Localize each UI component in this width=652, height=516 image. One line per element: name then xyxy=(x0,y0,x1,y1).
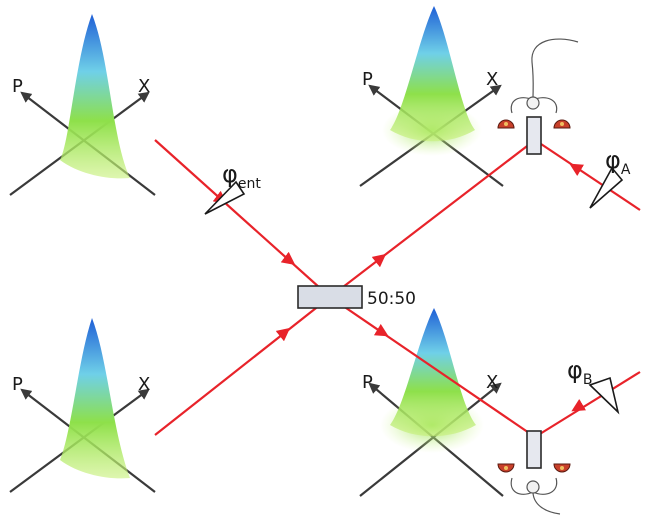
prism-icon xyxy=(204,180,246,215)
laser-beams xyxy=(154,139,641,438)
wigner-plot-bottom-right: P X xyxy=(359,308,504,497)
meter-icon xyxy=(526,480,540,494)
phi-b-label: φB xyxy=(567,356,592,388)
p-label: P xyxy=(12,76,23,97)
p-label: P xyxy=(362,372,373,393)
gaussian-state xyxy=(390,308,476,437)
output-beam-lower xyxy=(329,296,536,438)
prism-icon xyxy=(589,166,624,209)
homodyne-detector-b xyxy=(497,430,571,515)
meter-icon xyxy=(526,96,540,110)
x-label: X xyxy=(138,76,150,97)
wigner-plot-bottom-left: P X xyxy=(9,318,156,493)
input-beam-lower xyxy=(154,296,331,436)
lo-beam-b xyxy=(534,371,641,438)
phi-ent-label: φent xyxy=(222,160,261,192)
wigner-plot-top-left: P X xyxy=(9,14,156,196)
input-beam-upper xyxy=(154,139,331,298)
lo-beam-a xyxy=(534,139,641,211)
gaussian-state xyxy=(390,6,475,142)
gaussian-state xyxy=(60,318,130,479)
p-label: P xyxy=(12,374,23,395)
output-beam-upper xyxy=(329,139,536,298)
phi-a-label: φA xyxy=(605,146,631,178)
gaussian-state xyxy=(60,14,130,179)
prism-icon xyxy=(588,376,620,415)
x-label: X xyxy=(138,374,150,395)
x-label: X xyxy=(486,69,498,90)
wigner-plot-top-right: P X xyxy=(359,6,504,187)
x-label: X xyxy=(486,372,498,393)
beam-splitter-icon: 50:50 xyxy=(297,285,416,309)
homodyne-detector-a xyxy=(497,38,579,155)
splitter-ratio-label: 50:50 xyxy=(367,289,416,309)
p-label: P xyxy=(362,69,373,90)
